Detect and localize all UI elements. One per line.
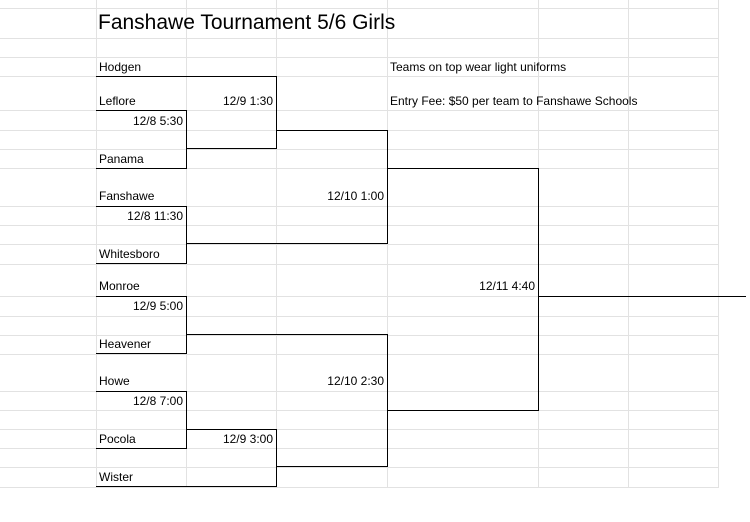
gridline [0, 8, 718, 9]
gridline [0, 149, 718, 150]
team-panama: Panama [99, 152, 144, 166]
gridline [0, 391, 718, 392]
entry-fee-note: Entry Fee: $50 per team to Fanshawe Scho… [390, 94, 638, 108]
game-time: 12/8 5:30 [132, 114, 183, 128]
gridline [0, 429, 718, 430]
bracket-line [387, 410, 538, 411]
game-time: 12/11 4:40 [479, 279, 535, 293]
bracket-line [387, 130, 388, 244]
team-howe: Howe [99, 374, 130, 388]
game-time: 12/8 7:00 [132, 394, 183, 408]
gridline [0, 110, 718, 111]
bracket-line [538, 168, 539, 411]
bracket-line [276, 429, 277, 487]
bracket-line [276, 466, 387, 467]
bracket-line [96, 168, 186, 169]
bracket-line [96, 76, 276, 77]
game-time: 12/10 2:30 [327, 374, 384, 388]
bracket-line [276, 130, 387, 131]
bracket-line [96, 206, 186, 207]
team-heavener: Heavener [99, 337, 152, 351]
bracket-line [387, 334, 388, 467]
bracket-line [186, 391, 187, 449]
bracket-line [96, 296, 186, 297]
game-time: 12/9 1:30 [222, 94, 273, 108]
gridline [0, 244, 718, 245]
bracket-line [186, 110, 187, 169]
bracket-line [96, 486, 276, 487]
bracket-line [387, 168, 538, 169]
game-time: 12/9 5:00 [132, 299, 183, 313]
bracket-line [96, 391, 186, 392]
gridline [0, 316, 718, 317]
gridline [0, 76, 718, 77]
game-time: 12/9 3:00 [222, 432, 273, 446]
bracket-line [96, 353, 186, 354]
gridline [0, 57, 718, 58]
gridline [0, 264, 718, 265]
team-leflore: Leflore [99, 94, 136, 108]
bracket-line [186, 206, 187, 264]
bracket-line [96, 448, 186, 449]
gridline [0, 448, 718, 449]
gridline [0, 487, 718, 488]
gridline [0, 467, 718, 468]
gridline [0, 296, 718, 297]
bracket-line [186, 334, 387, 335]
bracket-line [186, 243, 387, 244]
gridline [0, 38, 718, 39]
bracket-line [96, 263, 186, 264]
gridline [0, 354, 718, 355]
bracket-line [186, 148, 276, 149]
team-monroe: Monroe [99, 279, 140, 293]
gridline [718, 0, 719, 488]
team-pocola: Pocola [99, 432, 136, 446]
gridline [0, 206, 718, 207]
bracket-line [186, 429, 276, 430]
team-hodgen: Hodgen [99, 60, 142, 74]
gridline [0, 335, 718, 336]
bracket-line [96, 110, 186, 111]
gridline [0, 410, 718, 411]
game-time: 12/10 1:00 [327, 189, 384, 203]
bracket-line [186, 296, 187, 354]
bracket-line [538, 296, 746, 297]
gridline [0, 168, 718, 169]
team-fanshawe: Fanshawe [99, 189, 155, 203]
uniform-note: Teams on top wear light uniforms [390, 60, 567, 74]
tournament-title: Fanshawe Tournament 5/6 Girls [98, 11, 396, 34]
bracket-line [276, 76, 277, 149]
team-wister: Wister [99, 470, 133, 484]
team-whitesboro: Whitesboro [99, 247, 160, 261]
gridline [0, 225, 718, 226]
game-time: 12/8 11:30 [127, 209, 183, 223]
